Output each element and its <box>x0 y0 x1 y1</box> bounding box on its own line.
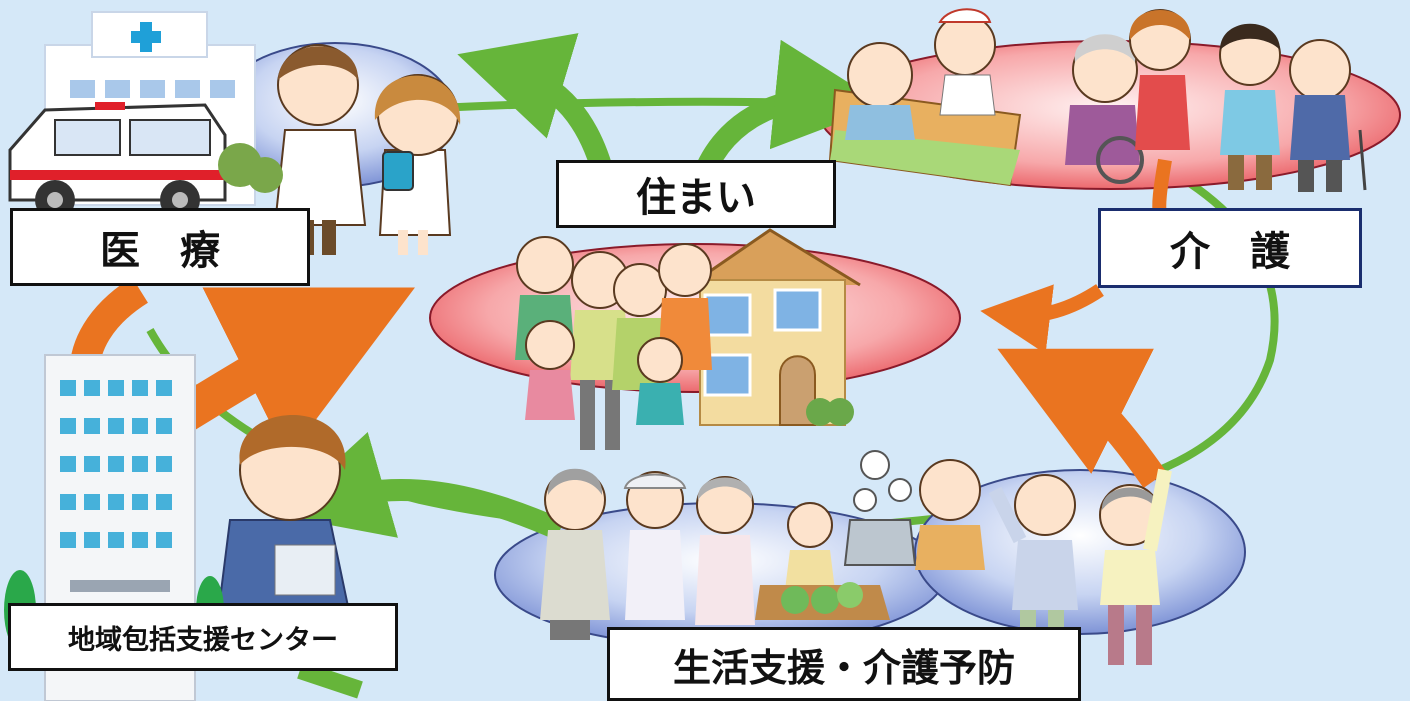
nurse-icon <box>374 74 461 255</box>
green-arrow-bottom-left <box>297 661 363 699</box>
doctor-icon <box>273 44 367 255</box>
exercise-elders-icon <box>988 468 1172 670</box>
computer-elder-icon <box>843 450 985 570</box>
farmer-vegetables-icon <box>755 502 890 620</box>
family-icon <box>515 236 712 450</box>
medical-label: 医 療 <box>10 208 310 286</box>
housing-label: 住まい <box>556 160 836 228</box>
staff-woman-icon <box>213 415 357 641</box>
elderly-walkers-icon <box>540 468 755 640</box>
orange-arrow-support-to-housing <box>997 348 1167 489</box>
life-support-label: 生活支援・介護予防 <box>607 627 1081 701</box>
orange-arrow-to-housing <box>165 287 415 458</box>
bush-icon <box>247 157 283 193</box>
house-icon <box>689 228 861 426</box>
orange-arrow-care-down <box>1152 158 1172 217</box>
green-arrow-to-center <box>277 432 565 541</box>
orange-arrow-care-to-housing <box>980 284 1104 354</box>
community-center-label: 地域包括支援センター <box>8 603 398 671</box>
caregiver-scene-icon <box>828 8 1367 192</box>
care-label: 介 護 <box>1098 208 1362 288</box>
